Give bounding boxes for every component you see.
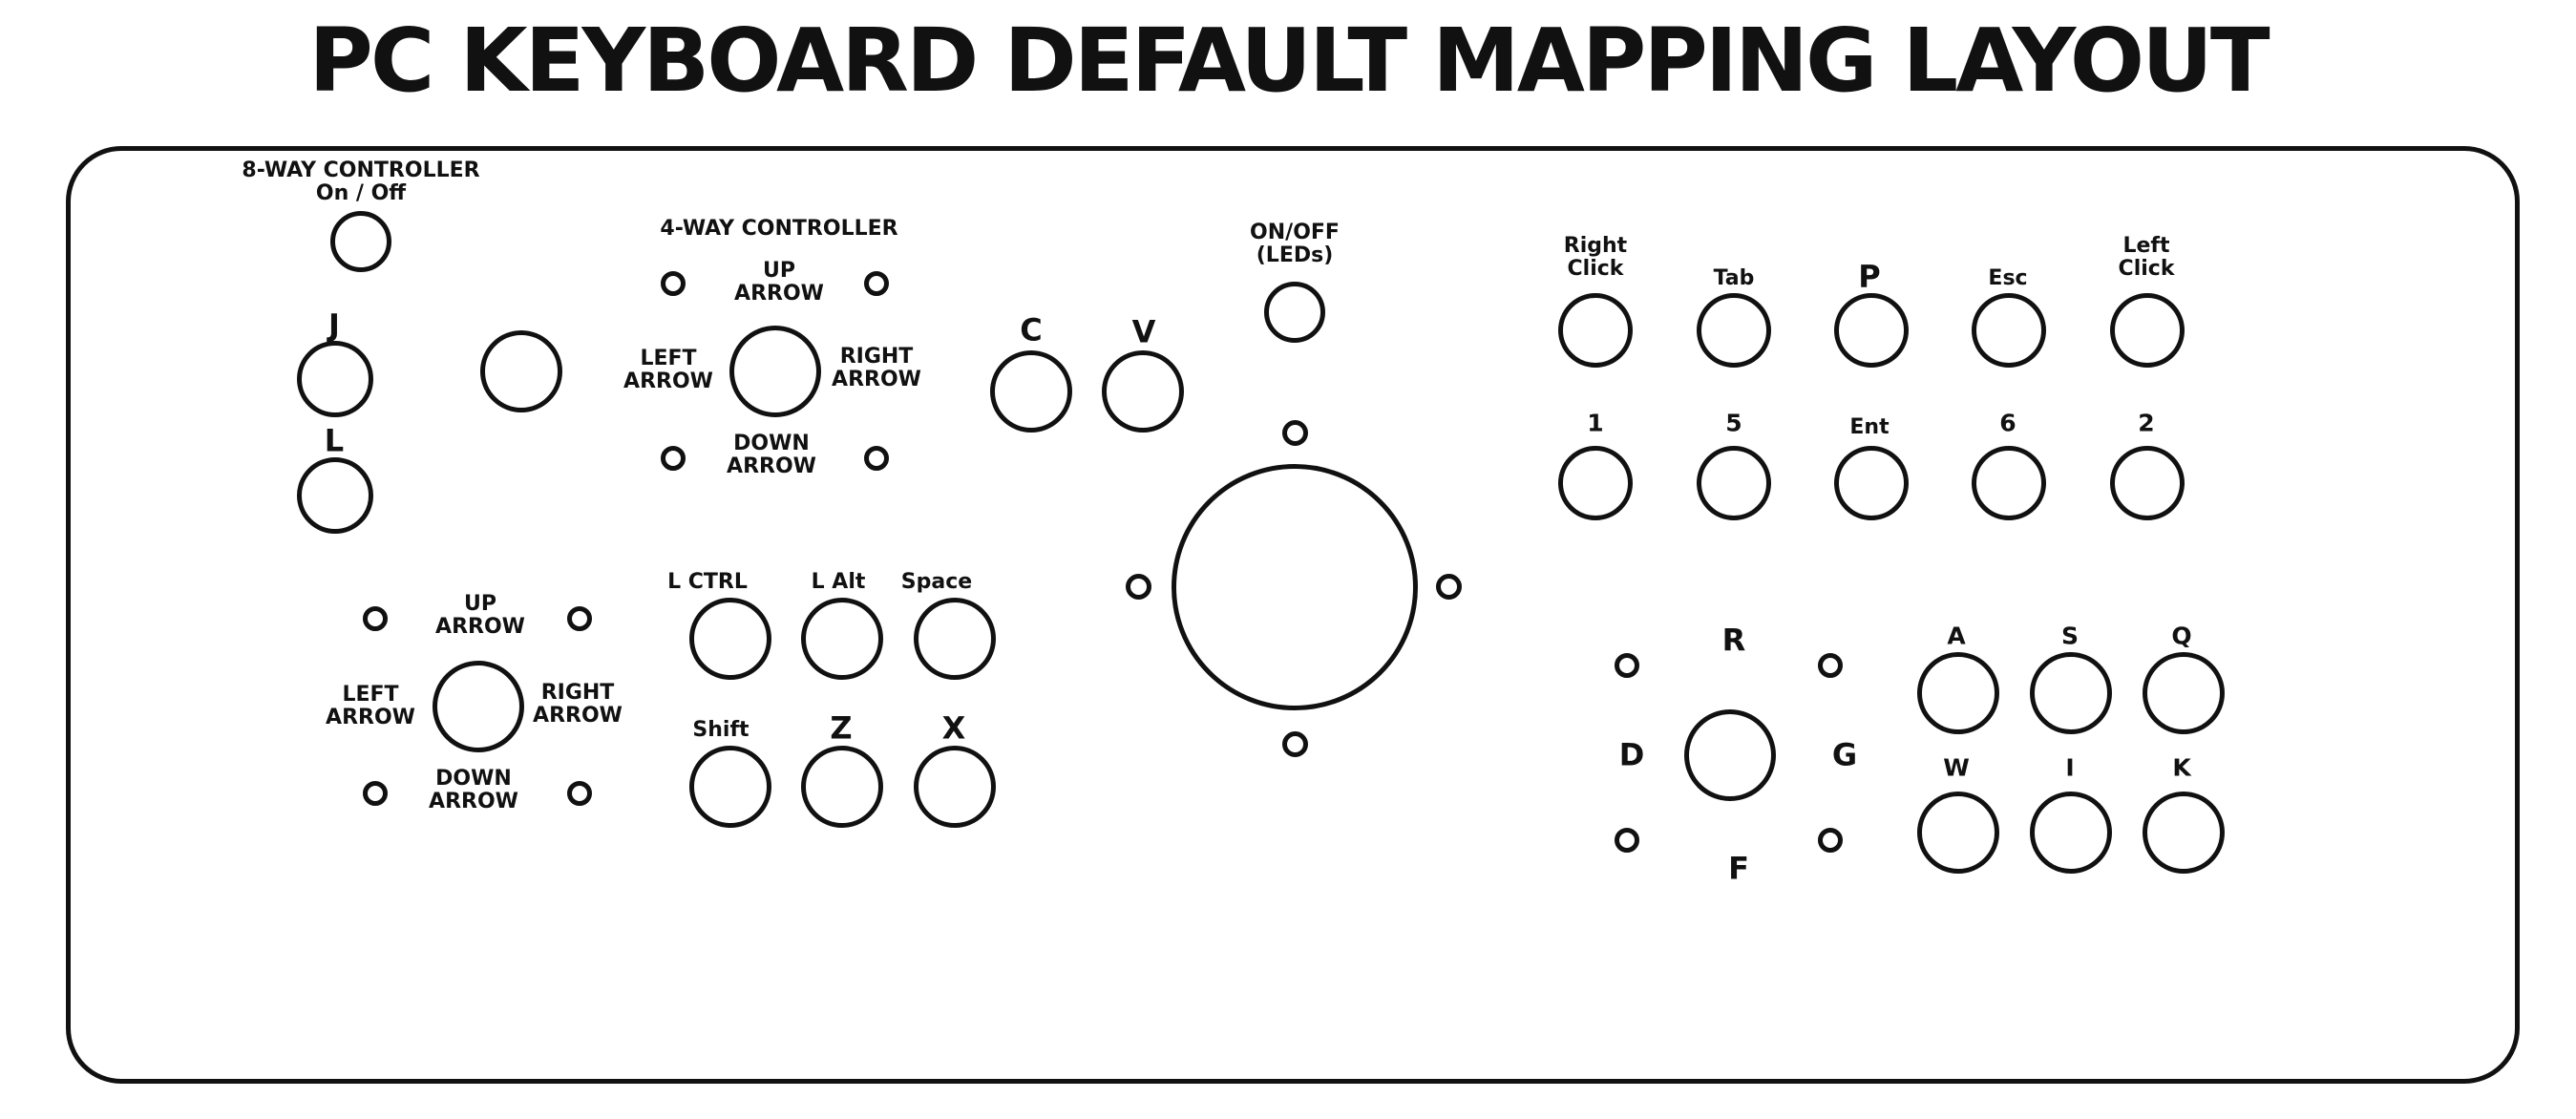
eight-way-up-label: UP ARROW: [435, 591, 525, 639]
left-click-button[interactable]: [2110, 293, 2185, 368]
i-label: I: [2065, 753, 2075, 782]
trackball-screw-hole: [1436, 574, 1462, 600]
on-off-leds-label: ON/OFF (LEDs): [1250, 220, 1340, 267]
esc-label: Esc: [1988, 265, 2028, 290]
rdgf-joystick[interactable]: [1684, 709, 1776, 801]
four-way-up-label: UP ARROW: [734, 258, 824, 306]
p-label: P: [1858, 258, 1881, 295]
two-button[interactable]: [2110, 446, 2185, 520]
four-way-left-label: LEFT ARROW: [623, 346, 713, 393]
l-alt-button[interactable]: [801, 598, 883, 680]
r-label: R: [1721, 622, 1746, 659]
eight-way-screw-hole: [567, 781, 592, 806]
x-label: X: [941, 709, 966, 747]
eight-way-screw-hole: [567, 606, 592, 631]
eight-way-screw-hole: [363, 606, 388, 631]
k-label: K: [2172, 753, 2191, 782]
on-off-label: On / Off: [315, 180, 407, 205]
a-button[interactable]: [1917, 652, 1999, 734]
l-label: L: [324, 422, 345, 459]
g-label: G: [1831, 736, 1858, 773]
w-label: W: [1943, 753, 1970, 782]
five-button[interactable]: [1697, 446, 1771, 520]
four-way-screw-hole: [864, 446, 889, 471]
i-button[interactable]: [2030, 792, 2112, 874]
trackball-screw-hole: [1282, 731, 1308, 757]
left-click-label: Left Click: [2118, 233, 2175, 281]
two-label: 2: [2138, 409, 2155, 437]
trackball-screw-hole: [1126, 574, 1151, 600]
k-button[interactable]: [2143, 792, 2225, 874]
f-label: F: [1728, 850, 1749, 887]
rdgf-screw-hole: [1615, 828, 1639, 853]
tab-button[interactable]: [1697, 293, 1771, 368]
l-alt-label: L Alt: [811, 569, 866, 594]
led-toggle-button[interactable]: [1264, 282, 1325, 343]
four-way-screw-hole: [661, 271, 686, 296]
d-label: D: [1618, 736, 1645, 773]
x-button[interactable]: [914, 746, 996, 828]
w-button[interactable]: [1917, 792, 1999, 874]
ent-button[interactable]: [1834, 446, 1909, 520]
c-label: C: [1020, 311, 1043, 348]
rdgf-screw-hole: [1818, 828, 1843, 853]
right-click-label: Right Click: [1563, 233, 1628, 281]
l-ctrl-button[interactable]: [689, 598, 771, 680]
l-button[interactable]: [297, 457, 373, 534]
eight-way-down-label: DOWN ARROW: [429, 766, 518, 813]
space-button[interactable]: [914, 598, 996, 680]
p-button[interactable]: [1834, 293, 1909, 368]
ent-label: Ent: [1849, 414, 1890, 439]
rdgf-screw-hole: [1818, 653, 1843, 678]
c-button[interactable]: [990, 350, 1072, 433]
shift-button[interactable]: [689, 746, 771, 828]
right-click-button[interactable]: [1558, 293, 1633, 368]
s-button[interactable]: [2030, 652, 2112, 734]
trackball-screw-hole: [1282, 420, 1308, 446]
four-way-down-label: DOWN ARROW: [727, 431, 816, 478]
eight-way-toggle-button[interactable]: [330, 211, 391, 272]
a-label: A: [1947, 622, 1966, 650]
six-button[interactable]: [1972, 446, 2046, 520]
q-label: Q: [2171, 622, 2192, 650]
unlabeled-button[interactable]: [480, 330, 562, 412]
j-button[interactable]: [297, 341, 373, 417]
one-label: 1: [1587, 409, 1604, 437]
eight-way-controller-label: 8-WAY CONTROLLER: [242, 158, 480, 182]
s-label: S: [2060, 622, 2080, 650]
four-way-screw-hole: [864, 271, 889, 296]
shift-label: Shift: [692, 717, 750, 742]
four-way-controller-label: 4-WAY CONTROLLER: [660, 216, 898, 241]
four-way-joystick[interactable]: [729, 326, 821, 417]
eight-way-joystick[interactable]: [433, 661, 524, 752]
q-button[interactable]: [2143, 652, 2225, 734]
eight-way-right-label: RIGHT ARROW: [533, 680, 623, 728]
six-label: 6: [1999, 409, 2016, 437]
four-way-screw-hole: [661, 446, 686, 471]
v-label: V: [1131, 313, 1156, 350]
v-button[interactable]: [1102, 350, 1184, 433]
eight-way-screw-hole: [363, 781, 388, 806]
one-button[interactable]: [1558, 446, 1633, 520]
control-panel: [66, 146, 2520, 1084]
rdgf-screw-hole: [1615, 653, 1639, 678]
esc-button[interactable]: [1972, 293, 2046, 368]
z-label: Z: [830, 709, 853, 747]
four-way-right-label: RIGHT ARROW: [832, 344, 921, 391]
five-label: 5: [1725, 409, 1742, 437]
eight-way-left-label: LEFT ARROW: [326, 682, 415, 729]
z-button[interactable]: [801, 746, 883, 828]
j-label: J: [328, 306, 340, 344]
trackball[interactable]: [1172, 464, 1418, 710]
l-ctrl-label: L CTRL: [667, 569, 748, 594]
space-label: Space: [900, 569, 973, 594]
tab-label: Tab: [1713, 265, 1755, 290]
page-title: PC KEYBOARD DEFAULT MAPPING LAYOUT: [308, 10, 2270, 112]
